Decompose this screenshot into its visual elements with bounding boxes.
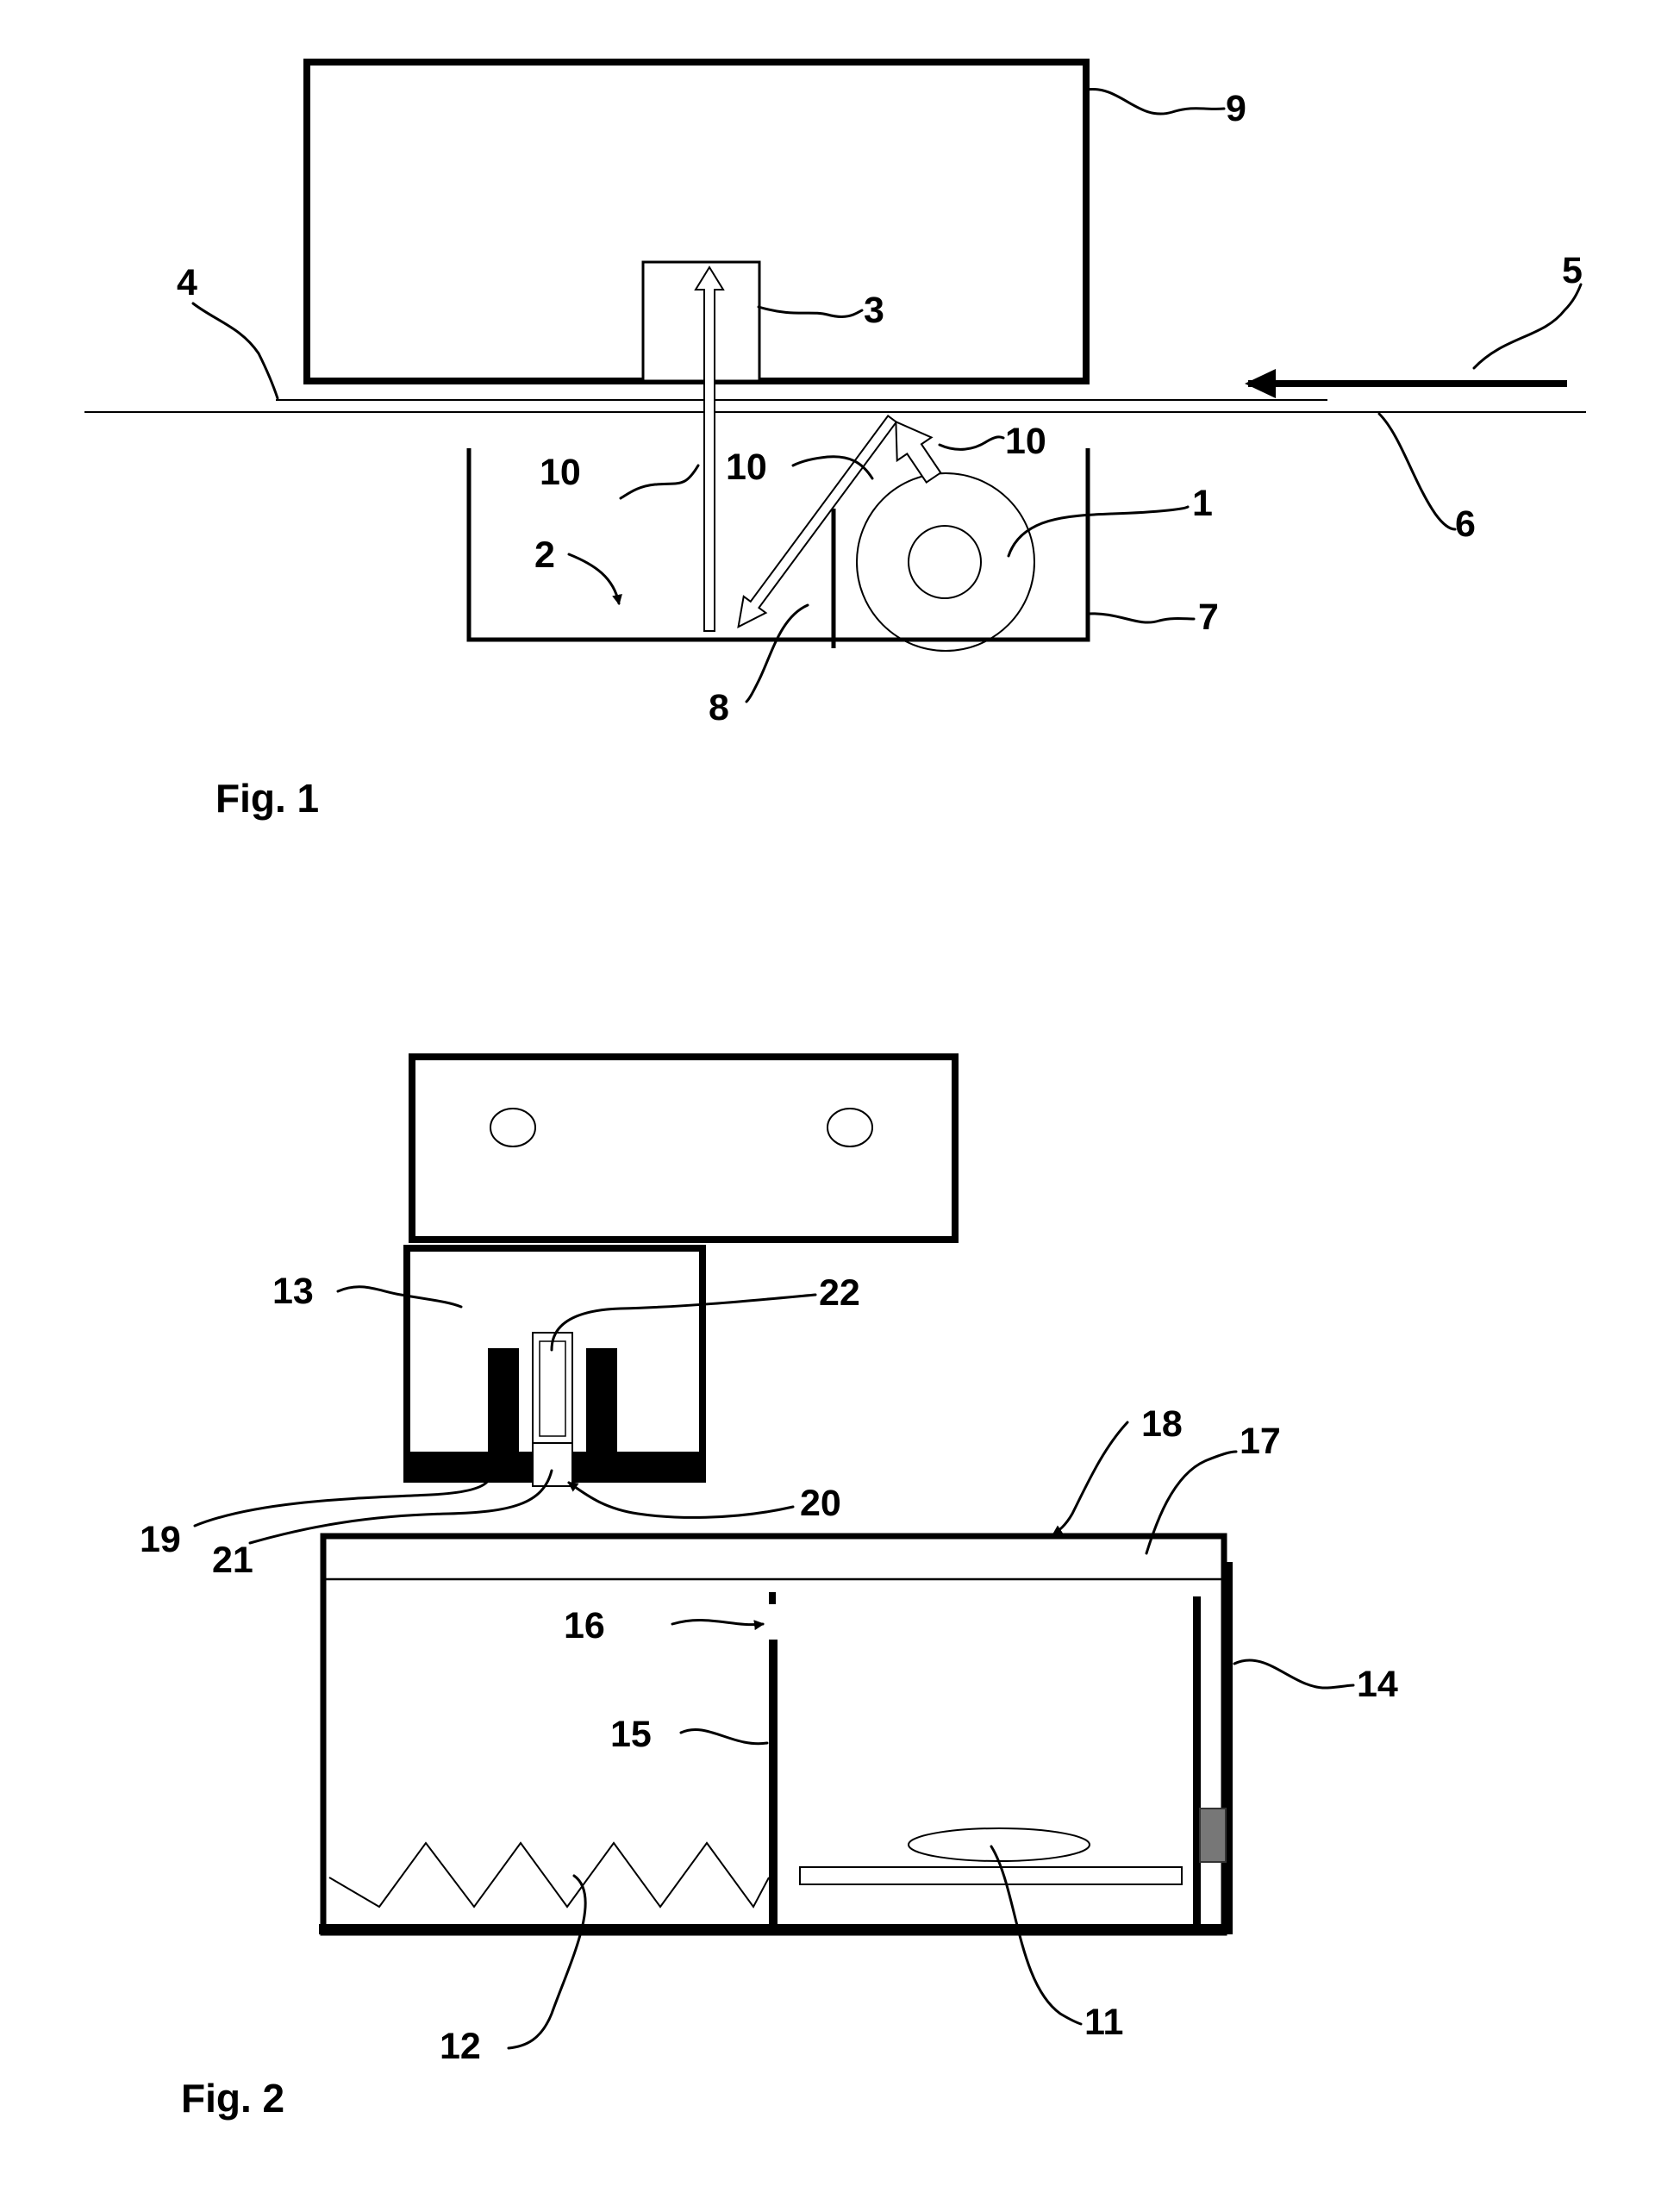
leader-15	[681, 1729, 767, 1743]
leader-3	[759, 307, 862, 316]
label-7: 7	[1198, 597, 1219, 638]
roll-1-inner	[909, 526, 981, 598]
light-path-arrow-10-diagonal	[728, 410, 903, 634]
leader-14	[1234, 1660, 1353, 1688]
leader-12	[509, 1876, 585, 2048]
leader-16	[672, 1620, 763, 1624]
figure-2: 13 22 19 21 20 18 17 16 15 14 12 11 Fig.…	[140, 1057, 1398, 2121]
side-rail-14	[1226, 1562, 1233, 1931]
leader-7	[1088, 614, 1194, 622]
opening-16-mark	[769, 1592, 776, 1604]
figure-2-caption: Fig. 2	[181, 2076, 284, 2121]
leader-22	[552, 1295, 815, 1350]
mounting-hole-right	[828, 1109, 872, 1146]
figure-1-caption: Fig. 1	[215, 776, 319, 821]
leader-20	[569, 1483, 793, 1517]
label-11: 11	[1084, 2002, 1123, 2043]
label-14: 14	[1357, 1664, 1398, 1705]
mounting-hole-left	[490, 1109, 535, 1146]
label-10b: 10	[726, 447, 767, 488]
outlet-21	[533, 1443, 572, 1486]
leader-10c	[940, 437, 1003, 450]
label-4: 4	[177, 262, 197, 303]
leader-6	[1379, 414, 1455, 529]
label-20: 20	[800, 1483, 841, 1524]
label-13: 13	[272, 1271, 314, 1312]
leader-2	[569, 554, 619, 603]
nozzle-wall-left	[488, 1348, 519, 1469]
label-2: 2	[534, 534, 555, 576]
label-9: 9	[1226, 88, 1246, 129]
label-1: 1	[1192, 483, 1213, 524]
label-5: 5	[1562, 250, 1583, 291]
label-16: 16	[564, 1605, 605, 1646]
leader-1	[1009, 507, 1188, 556]
insert-22-core	[540, 1341, 565, 1436]
leader-9	[1086, 89, 1224, 114]
label-17: 17	[1240, 1421, 1281, 1462]
leader-4	[193, 303, 278, 398]
label-3: 3	[864, 290, 884, 331]
pleated-filter-12	[329, 1843, 769, 1907]
top-plate	[412, 1057, 955, 1240]
label-19: 19	[140, 1519, 181, 1560]
tray	[800, 1867, 1182, 1884]
direction-arrow-5-head	[1245, 369, 1276, 398]
leader-13	[338, 1287, 461, 1307]
label-10a: 10	[540, 452, 581, 493]
label-6: 6	[1455, 503, 1476, 545]
disc-11	[909, 1828, 1090, 1861]
roll-1-outer	[857, 473, 1034, 651]
figure-1: 9 3 4 5 6 1 7 8 2 10 10 10 Fig. 1	[84, 62, 1586, 821]
label-22: 22	[819, 1272, 860, 1314]
leader-18	[1053, 1422, 1127, 1534]
leader-5	[1474, 284, 1581, 368]
side-rail-14-clamp	[1200, 1809, 1226, 1862]
leader-19	[195, 1481, 488, 1526]
label-15: 15	[610, 1714, 652, 1755]
nozzle-wall-right	[586, 1348, 617, 1469]
label-10c: 10	[1005, 421, 1046, 462]
label-12: 12	[440, 2026, 481, 2067]
inner-right-wall	[1193, 1596, 1201, 1933]
leader-10a	[621, 465, 698, 498]
leader-8	[746, 605, 808, 702]
label-18: 18	[1141, 1403, 1183, 1445]
partition-wall-15	[769, 1640, 778, 1929]
label-8: 8	[709, 687, 729, 728]
label-21: 21	[212, 1540, 253, 1581]
